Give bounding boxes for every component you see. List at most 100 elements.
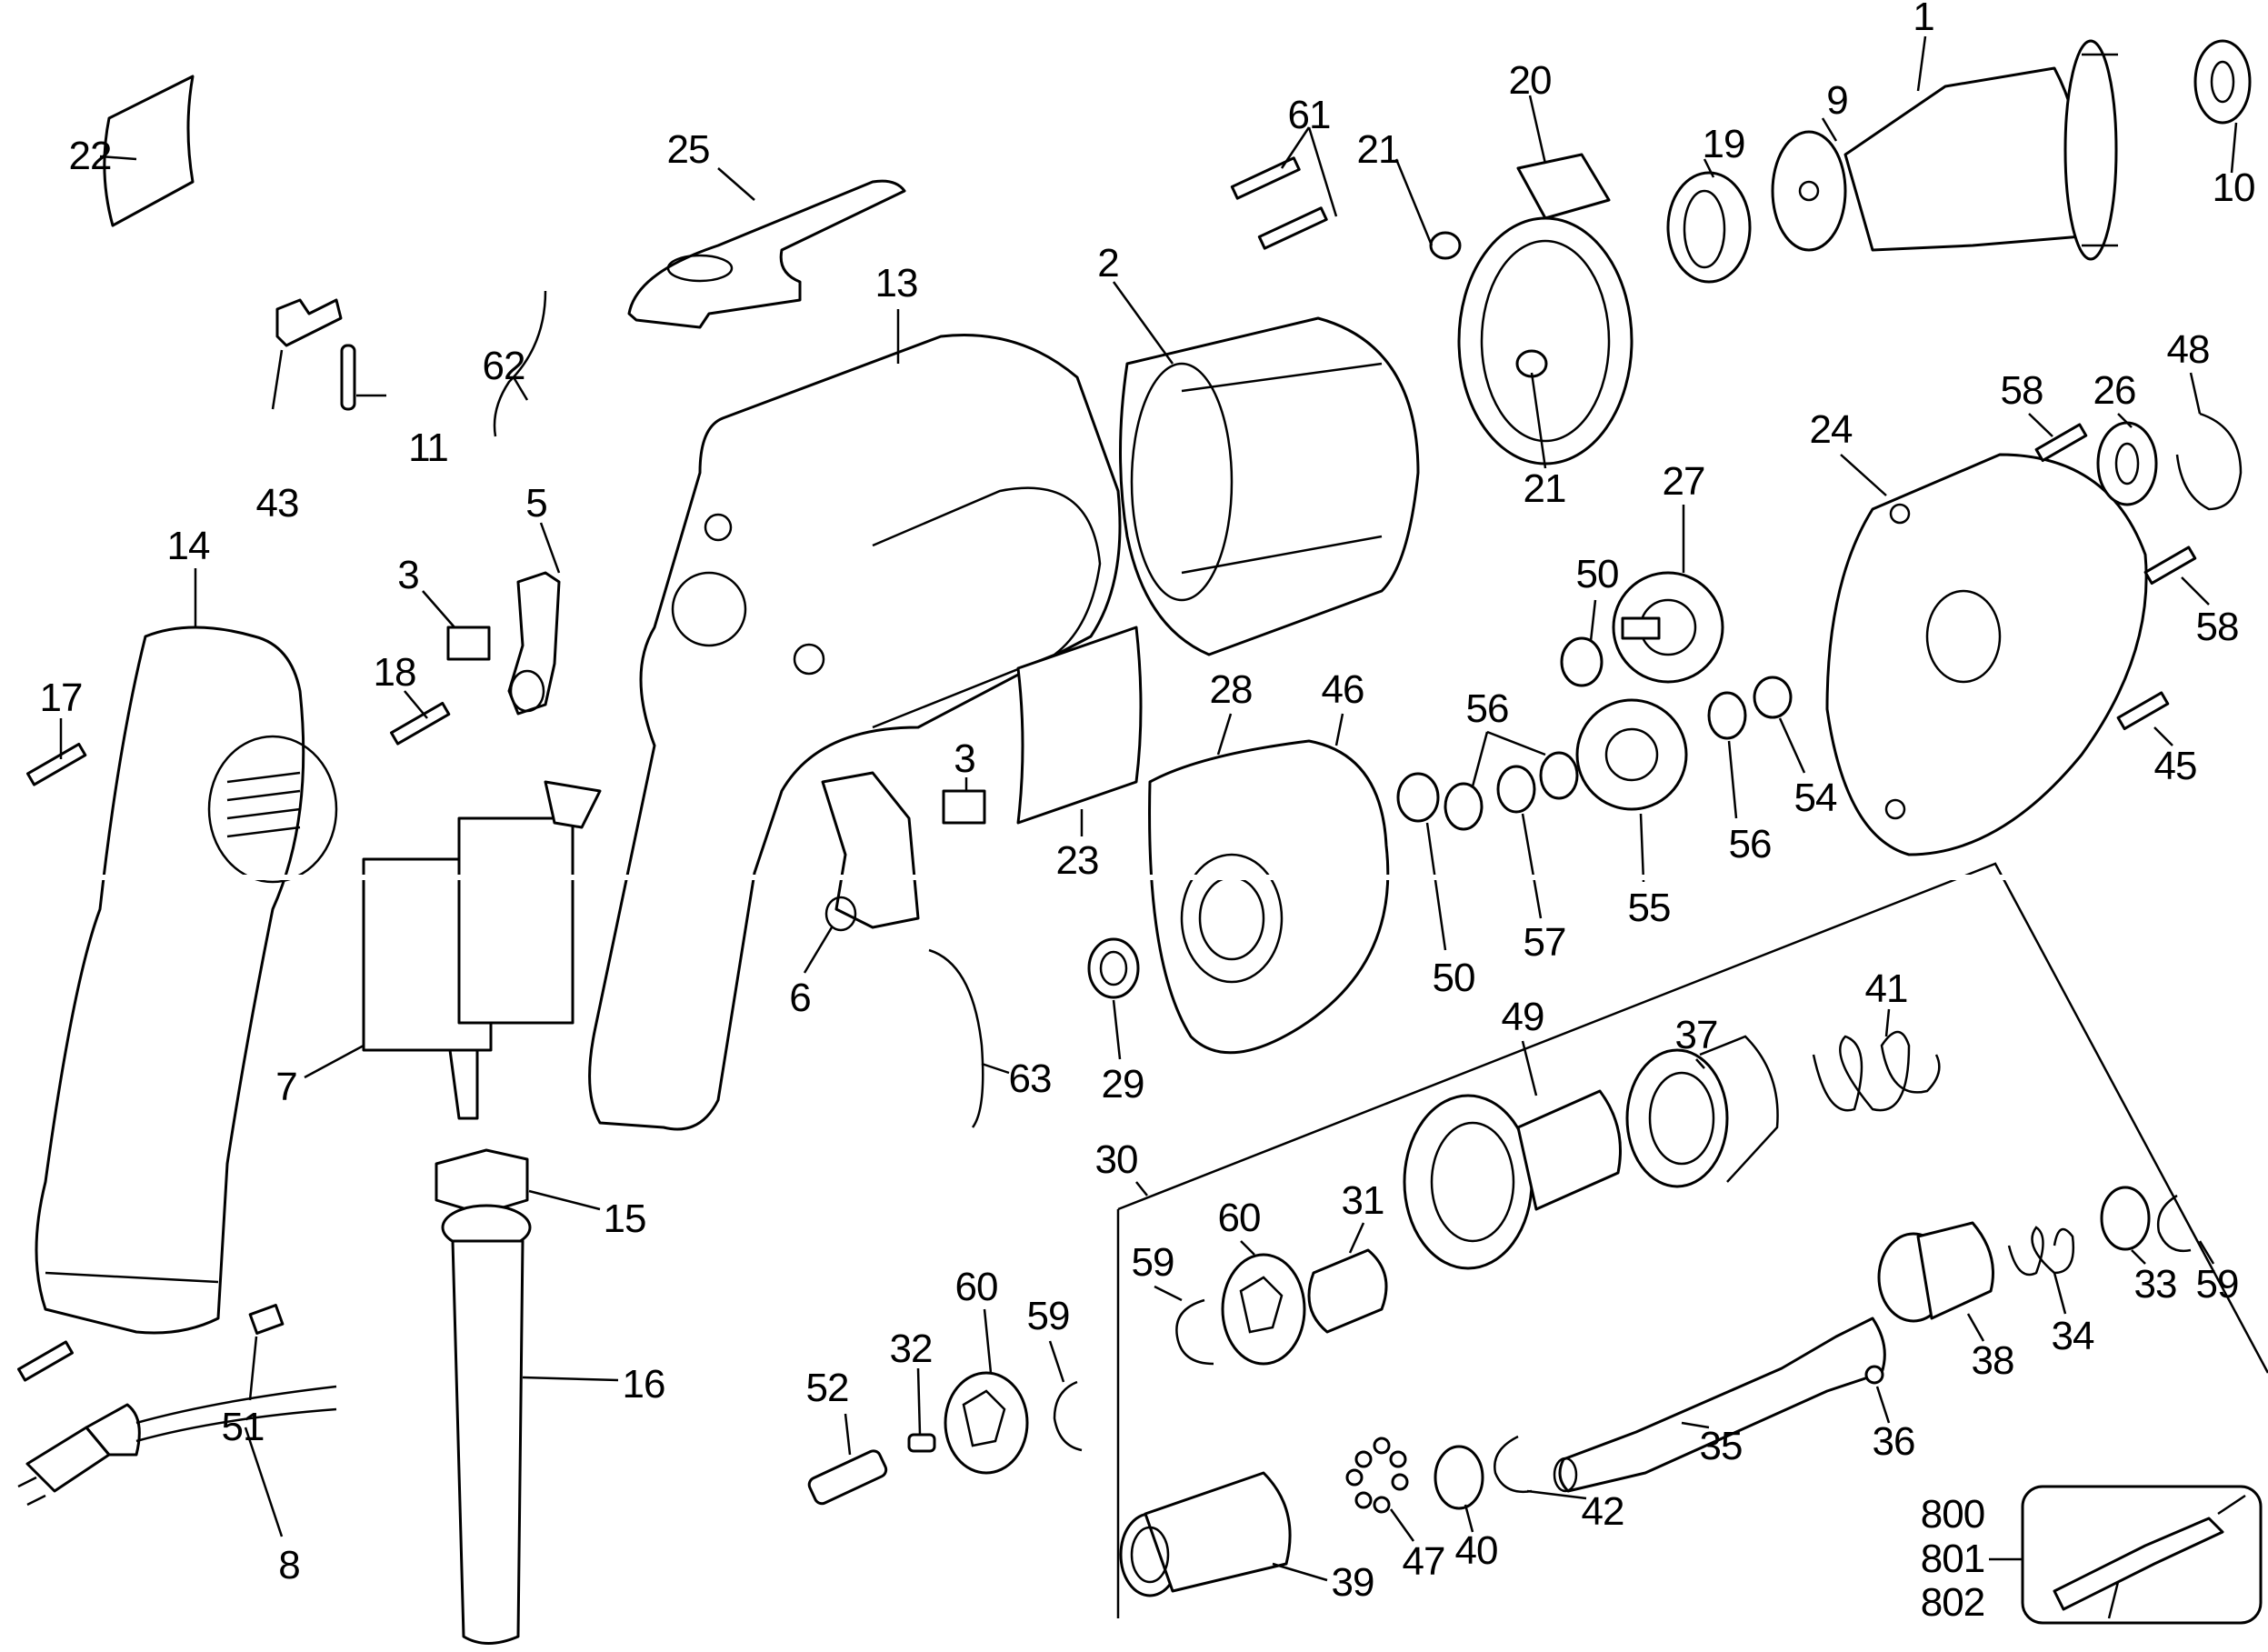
part-23-label — [1016, 626, 1143, 825]
callout-29: 29 — [1101, 1062, 1145, 1106]
part-20-brush-ring — [1457, 95, 1634, 466]
part-5-brush-holder — [507, 571, 561, 716]
part-61-screws — [1230, 126, 1338, 250]
callout-20: 20 — [1508, 58, 1553, 103]
callout-22: 22 — [68, 134, 113, 178]
callout-37: 37 — [1674, 1013, 1719, 1057]
callout-58-bottom: 58 — [2195, 605, 2240, 649]
callout-48: 48 — [2166, 327, 2211, 372]
callout-19: 19 — [1702, 122, 1746, 166]
part-10-bearing — [2193, 39, 2252, 125]
callout-30: 30 — [1094, 1137, 1139, 1182]
callout-3-left: 3 — [397, 553, 420, 597]
callout-51: 51 — [221, 1405, 265, 1449]
part-6-brush-holder — [821, 771, 920, 929]
part-14-screw — [17, 1340, 74, 1382]
callout-801: 801 — [1920, 1537, 1985, 1581]
part-13-motor-housing — [588, 309, 1122, 1131]
part-33-washer — [2100, 1186, 2151, 1251]
part-59-retaining-ring-a — [1175, 1298, 1214, 1366]
part-17-screw — [26, 742, 87, 786]
callout-57: 57 — [1523, 920, 1567, 965]
part-8-cord-set — [17, 1385, 337, 1537]
part-15-clamp — [435, 1148, 529, 1216]
part-25-top-cover — [627, 179, 906, 329]
callout-50-bottom: 50 — [1432, 956, 1476, 1000]
callout-62: 62 — [482, 344, 526, 388]
part-59-retaining-ring-b — [1053, 1380, 1083, 1452]
part-3-brush-a — [446, 626, 491, 661]
part-30-assembly-bracket — [1117, 862, 2268, 1374]
callout-55: 55 — [1627, 886, 1672, 930]
callout-28: 28 — [1209, 667, 1254, 712]
scan-artifact — [0, 875, 2268, 880]
callout-18: 18 — [373, 650, 417, 695]
callout-9: 9 — [1826, 78, 1849, 123]
callout-32: 32 — [889, 1327, 934, 1371]
callout-59-box-left: 59 — [1131, 1240, 1175, 1285]
part-54-bearing — [1753, 676, 1793, 719]
callout-15: 15 — [603, 1196, 647, 1241]
part-21-pin-b — [1515, 349, 1548, 378]
callout-40: 40 — [1454, 1528, 1499, 1573]
part-14-handle — [35, 568, 338, 1335]
part-60-locking-collar-b — [1221, 1240, 1306, 1366]
callout-36: 36 — [1872, 1419, 1916, 1464]
part-42-retaining-ring — [1494, 1435, 1533, 1494]
part-45-screw — [2116, 691, 2170, 731]
part-3-brush-b — [942, 789, 986, 825]
callout-52: 52 — [805, 1366, 850, 1410]
callout-50-top: 50 — [1575, 552, 1620, 596]
callout-58-top: 58 — [2000, 368, 2044, 413]
part-43-clip — [275, 298, 343, 347]
part-7-switch — [304, 780, 602, 1120]
callout-13: 13 — [874, 261, 919, 305]
callout-23: 23 — [1055, 838, 1100, 883]
callout-2: 2 — [1097, 241, 1120, 285]
part-41-spring — [1812, 1030, 1941, 1112]
callout-54: 54 — [1793, 776, 1838, 820]
part-49-depth-adjuster — [1403, 1040, 1622, 1270]
part-29-washer — [1087, 937, 1140, 999]
callout-6: 6 — [789, 976, 812, 1020]
callout-38: 38 — [1971, 1338, 2015, 1383]
callout-27: 27 — [1662, 459, 1706, 504]
part-32-pin — [907, 1433, 936, 1453]
part-50-bearing-a — [1560, 636, 1604, 687]
part-39-nose-cone — [1119, 1471, 1328, 1597]
callout-26: 26 — [2093, 368, 2137, 413]
part-60-locking-collar-a — [944, 1308, 1029, 1475]
callout-3-right: 3 — [954, 736, 976, 781]
part-21-pin-a — [1429, 231, 1462, 260]
callout-46: 46 — [1321, 667, 1365, 712]
part-58-screw-b — [2143, 546, 2197, 586]
part-31-bushing — [1307, 1222, 1388, 1334]
part-50-bearing-b — [1396, 772, 1440, 823]
part-40-washer — [1434, 1445, 1484, 1510]
callout-60-outside: 60 — [954, 1265, 999, 1309]
part-51-set-screw — [248, 1304, 285, 1335]
callout-1: 1 — [1913, 0, 1935, 39]
callout-11: 11 — [408, 426, 449, 470]
part-38-clutch — [1877, 1221, 1994, 1342]
callout-42: 42 — [1581, 1489, 1625, 1534]
callout-16: 16 — [622, 1362, 666, 1407]
callout-800: 800 — [1920, 1492, 1985, 1537]
part-37-clutch-collar — [1625, 1035, 1779, 1188]
callout-14: 14 — [166, 524, 211, 568]
callout-21-bottom: 21 — [1523, 466, 1567, 511]
callout-34: 34 — [2051, 1314, 2095, 1358]
callout-10: 10 — [2212, 165, 2256, 210]
callout-60-box: 60 — [1217, 1196, 1262, 1240]
part-56-washer-b — [1539, 751, 1579, 800]
part-27-gear — [1612, 505, 1724, 684]
part-9-bearing — [1771, 130, 1847, 252]
part-28-bearing-plate — [1148, 713, 1390, 1055]
part-62-lead-wire — [493, 290, 547, 437]
callout-56-right: 56 — [1728, 822, 1773, 866]
callout-21-top: 21 — [1356, 127, 1401, 172]
part-48-retaining-ring — [2175, 412, 2243, 511]
callout-45: 45 — [2153, 744, 2198, 788]
